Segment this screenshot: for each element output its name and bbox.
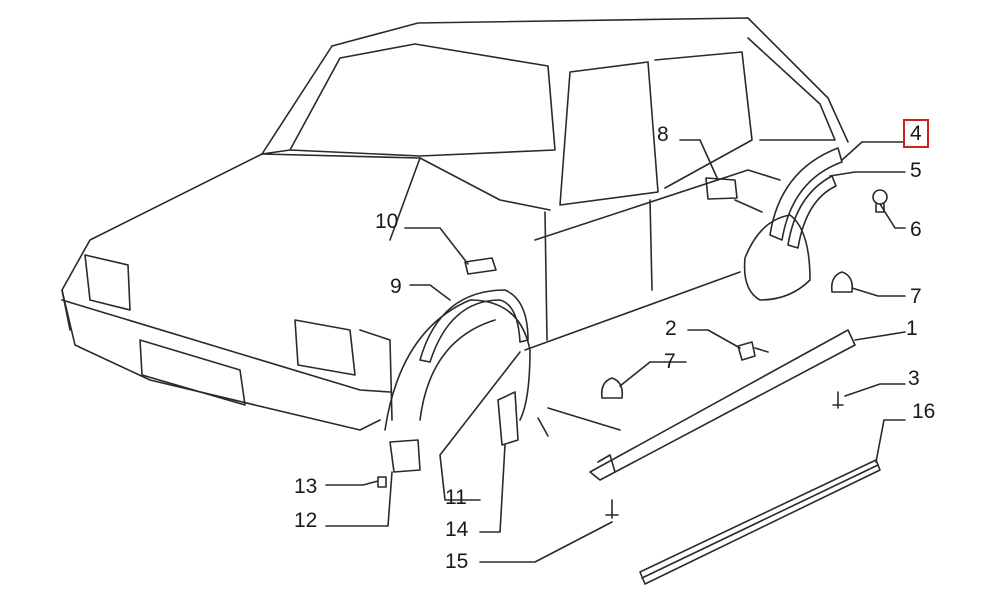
callout-14: 14 bbox=[445, 518, 469, 541]
leader-15 bbox=[479, 521, 613, 563]
callout-2: 2 bbox=[665, 317, 677, 340]
part-2-clip bbox=[737, 341, 769, 361]
callout-4: 4 bbox=[903, 119, 929, 148]
part-4-rear-arch-moulding bbox=[769, 147, 843, 241]
leader-14 bbox=[479, 444, 506, 533]
part-15-screw bbox=[605, 499, 619, 519]
leader-7a bbox=[851, 287, 906, 297]
leader-11 bbox=[439, 351, 521, 501]
part-10-bracket bbox=[464, 257, 497, 275]
callout-7a: 7 bbox=[910, 285, 922, 308]
part-7-grommet-right bbox=[830, 271, 854, 293]
callout-8: 8 bbox=[657, 123, 669, 146]
leader-1-wedge bbox=[547, 407, 621, 431]
callout-10: 10 bbox=[375, 210, 399, 233]
leader-8b bbox=[734, 199, 763, 213]
callout-9: 9 bbox=[390, 275, 402, 298]
leader-9 bbox=[409, 284, 451, 301]
callout-5: 5 bbox=[910, 159, 922, 182]
leader-7b bbox=[619, 361, 687, 387]
leader-4 bbox=[841, 141, 905, 161]
leader-2 bbox=[687, 329, 741, 349]
leader-16 bbox=[875, 419, 906, 463]
callout-15: 15 bbox=[445, 550, 469, 573]
callout-1: 1 bbox=[906, 317, 918, 340]
callout-7b: 7 bbox=[664, 350, 676, 373]
part-7-grommet-left bbox=[600, 377, 624, 399]
part-1-sill-moulding bbox=[589, 329, 856, 481]
leader-5 bbox=[829, 171, 906, 177]
leader-3 bbox=[844, 383, 906, 397]
leader-12 bbox=[325, 471, 393, 527]
callout-12: 12 bbox=[294, 509, 318, 532]
part-8-bracket bbox=[705, 177, 738, 200]
part-6-clip bbox=[872, 189, 888, 213]
part-14-mudflap bbox=[497, 391, 519, 446]
leader-6 bbox=[879, 203, 906, 229]
leader-8 bbox=[679, 139, 719, 181]
car-outline bbox=[61, 17, 849, 431]
callout-6: 6 bbox=[910, 218, 922, 241]
part-9-front-arch-moulding bbox=[419, 289, 529, 363]
callout-16: 16 bbox=[912, 400, 936, 423]
part-16-strip bbox=[639, 459, 881, 585]
callout-11: 11 bbox=[445, 486, 467, 509]
callout-3: 3 bbox=[908, 367, 920, 390]
part-5-rear-arch-inner bbox=[787, 175, 837, 249]
callout-13: 13 bbox=[294, 475, 318, 498]
leader-1 bbox=[854, 331, 906, 341]
part-3-screw bbox=[832, 391, 844, 409]
part-12-bracket bbox=[389, 439, 421, 473]
part-13-screw bbox=[362, 476, 387, 488]
leader-10 bbox=[404, 227, 469, 265]
